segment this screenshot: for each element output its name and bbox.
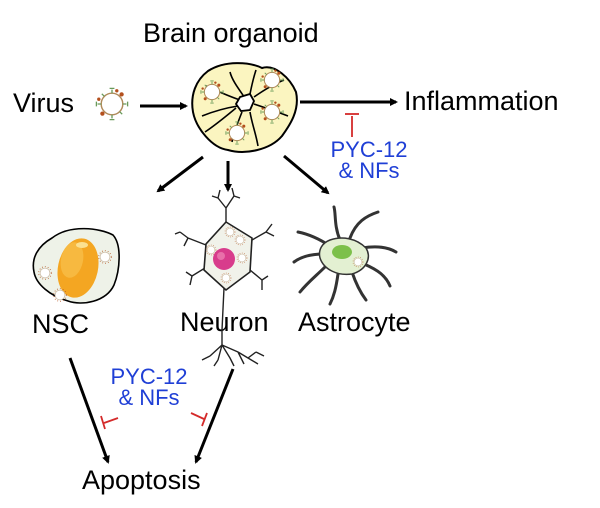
nsc-label: NSC <box>32 309 90 339</box>
apoptosis-label: Apoptosis <box>82 465 201 495</box>
inhibitor-line2: & NFs <box>118 385 180 410</box>
arrow-neuron-to-apoptosis <box>194 368 235 464</box>
virus-icon <box>95 87 129 121</box>
inhibitor-line1: PYC-12 <box>330 137 408 162</box>
inhibit-nsc-apoptosis-icon <box>100 415 119 430</box>
neuron-label: Neuron <box>180 307 269 337</box>
nsc-cell-icon <box>32 227 120 304</box>
arrows <box>68 98 398 464</box>
astrocyte-cell-icon <box>292 205 398 306</box>
inhibitor-label-bottom: PYC-12 & NFs <box>96 364 202 410</box>
brain-organoid-icon <box>191 62 298 153</box>
neuron-cell-icon <box>174 187 275 367</box>
arrow-nsc-to-apoptosis <box>68 357 110 464</box>
organoid-title: Brain organoid <box>143 18 319 48</box>
inhibition-bars <box>100 113 359 430</box>
inhibitor-line2: & NFs <box>338 158 400 183</box>
arrow-organoid-to-astrocyte <box>283 154 330 195</box>
astrocyte-label: Astrocyte <box>298 307 411 337</box>
virus-label: Virus <box>13 88 75 118</box>
inhibit-inflammation-icon <box>345 113 359 137</box>
inhibitor-line1: PYC-12 <box>110 364 188 389</box>
inflammation-label: Inflammation <box>404 86 559 116</box>
inhibitor-label-top: PYC-12 & NFs <box>316 137 422 183</box>
arrow-organoid-to-nsc <box>156 155 204 193</box>
inhibit-neuron-apoptosis-icon <box>190 412 208 427</box>
